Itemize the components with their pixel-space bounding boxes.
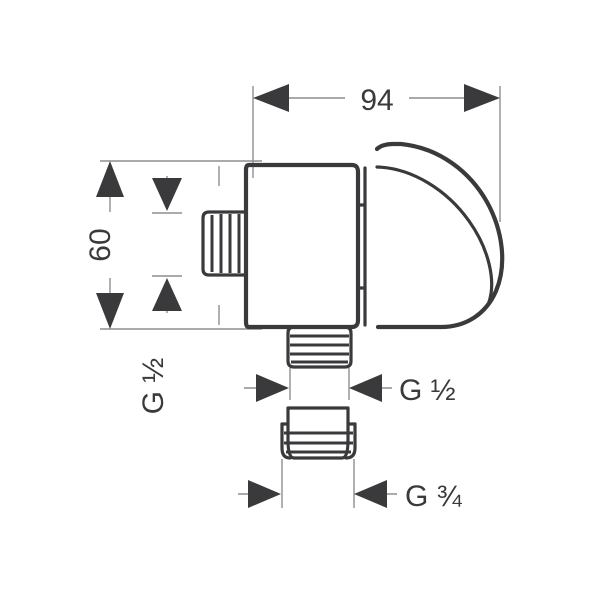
lower-thread-connector-hatching: [284, 431, 353, 454]
arrow-head-outlet-bot-left: [248, 480, 281, 508]
arrow-head-height-bottom: [96, 293, 124, 329]
dim-text-backdrop-height: [92, 212, 128, 278]
dim-text-backdrop-width: [345, 80, 409, 116]
main-body-block: [243, 162, 361, 330]
dimension-outlet-middle: G ½: [244, 374, 456, 407]
arrow-head-outlet-mid-right: [349, 374, 382, 402]
dimension-label-height: 60: [84, 228, 117, 261]
dimension-width-94: 94: [253, 80, 500, 117]
dimension-label-width: 94: [360, 84, 393, 117]
upper-thread-connector-hatching: [290, 334, 349, 364]
lower-connector-side-right: [344, 422, 357, 460]
dome-cap-inner-curve: [375, 165, 494, 304]
lower-connector-side-left: [280, 422, 292, 460]
thread-label-inlet-left: G ½: [137, 358, 170, 415]
arrow-head-width-left: [253, 84, 289, 112]
upper-thread-connector-outline: [286, 325, 353, 369]
arrow-head-stub-bottom: [152, 278, 182, 311]
label-inlet-left: G ½: [137, 358, 170, 415]
arrow-head-height-top: [96, 161, 124, 197]
arrow-head-outlet-mid-left: [256, 374, 289, 402]
valve-geometry: [201, 141, 505, 460]
left-thread-stub-hatching: [210, 214, 241, 273]
arrow-head-stub-top: [152, 178, 182, 211]
dimension-height-60: 60: [84, 161, 128, 329]
dome-cap-outer: [374, 141, 505, 330]
thread-label-outlet-bottom: G ¾: [405, 480, 463, 513]
left-thread-stub-outline: [201, 210, 248, 277]
dimension-outlet-bottom: G ¾: [238, 480, 463, 513]
dimension-left-stub-arrows: [152, 176, 182, 313]
arrow-head-outlet-bot-right: [354, 480, 387, 508]
extension-lines: [100, 86, 501, 508]
thread-label-outlet-middle: G ½: [399, 374, 456, 407]
arrow-head-width-right: [464, 84, 500, 112]
